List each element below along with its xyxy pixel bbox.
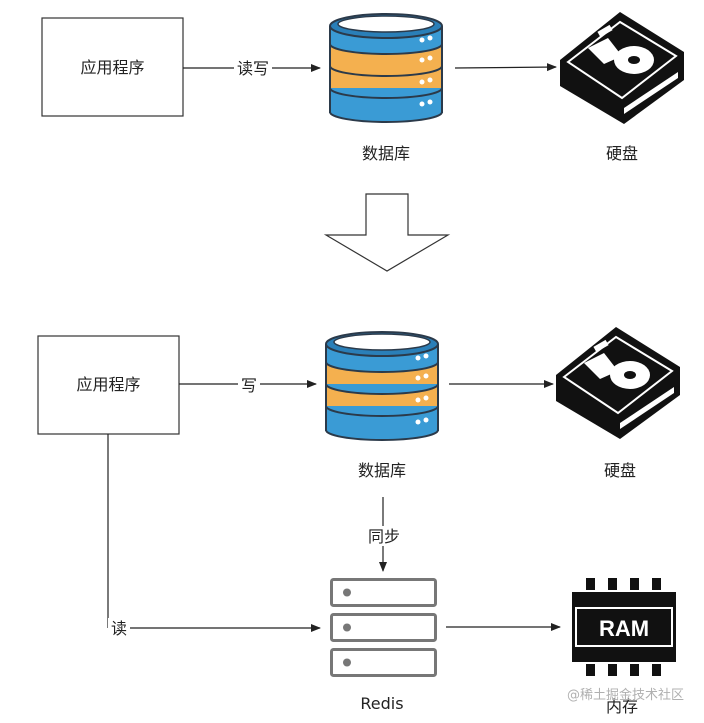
top-app-box	[41, 17, 184, 117]
top-disk-label: 硬盘	[606, 144, 638, 163]
bottom-write-label: 写	[241, 376, 257, 395]
top-rw-label: 读写	[237, 59, 269, 78]
sync-label: 同步	[368, 527, 400, 546]
read-label: 读	[111, 619, 127, 638]
redis-label: Redis	[360, 694, 403, 713]
bottom-app-box	[37, 335, 180, 435]
redis-server-icon	[330, 578, 437, 677]
bottom-diagram: 应用程序 写 数据库	[37, 327, 680, 716]
down-arrow	[323, 193, 451, 272]
bottom-app-label: 应用程序	[76, 375, 140, 394]
hard-disk-icon	[556, 327, 680, 439]
database-icon	[325, 331, 439, 441]
top-diagram: 应用程序 读写	[41, 12, 684, 163]
top-app-label: 应用程序	[80, 58, 144, 77]
top-db-label: 数据库	[362, 144, 410, 163]
database-icon	[329, 13, 443, 123]
ram-chip-icon: RAM	[572, 578, 676, 676]
memory-label: 内存	[606, 697, 638, 716]
bottom-db-label: 数据库	[358, 461, 406, 480]
ram-chip-text: RAM	[599, 616, 649, 641]
bottom-disk-label: 硬盘	[604, 461, 636, 480]
top-db-disk-arrow	[454, 63, 557, 72]
watermark-text: @稀土掘金技术社区	[567, 687, 684, 703]
hard-disk-icon	[560, 12, 684, 124]
